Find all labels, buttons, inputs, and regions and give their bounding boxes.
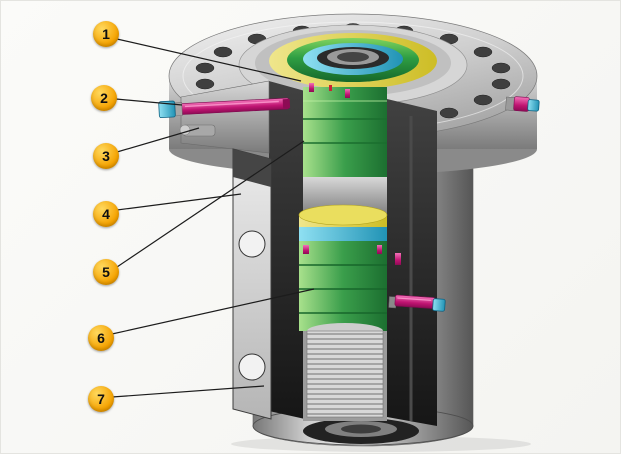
section-plate-left bbox=[232, 148, 272, 420]
leader-lines bbox=[111, 38, 315, 398]
retainer-pin bbox=[395, 253, 401, 265]
callout-4: 4 bbox=[93, 201, 119, 227]
lower-casing-hanger bbox=[298, 204, 388, 331]
callout-6: 6 bbox=[88, 325, 114, 351]
upper-casing-hanger bbox=[303, 87, 387, 177]
callout-1: 1 bbox=[93, 21, 119, 47]
leader-line-6 bbox=[111, 288, 315, 335]
seal-elements bbox=[309, 83, 350, 98]
plate-stud-hole-lower bbox=[238, 353, 266, 381]
lock-screw-right-upper-head bbox=[527, 99, 540, 112]
callout-2: 2 bbox=[91, 85, 117, 111]
leader-line-1 bbox=[116, 38, 302, 82]
leader-line-5 bbox=[116, 140, 305, 268]
threaded-casing bbox=[306, 323, 384, 418]
leader-line-2 bbox=[115, 98, 183, 106]
bottom-casing-stub bbox=[303, 418, 419, 444]
plate-stud-hole-upper bbox=[238, 230, 266, 258]
lower-seal-cyan bbox=[299, 227, 387, 241]
cut-wall-left bbox=[269, 81, 305, 419]
lock-screw-left bbox=[158, 97, 291, 119]
lock-screw-right-lower-head bbox=[432, 298, 446, 312]
cutaway-interior bbox=[298, 83, 388, 421]
bore-neck-and-seals bbox=[238, 24, 468, 106]
lock-screw-right-upper bbox=[505, 96, 540, 112]
callout-3: 3 bbox=[93, 143, 119, 169]
callout-7: 7 bbox=[88, 386, 114, 412]
lock-screw-right-lower bbox=[388, 294, 446, 312]
flange-cut-face-left bbox=[179, 80, 270, 154]
leader-line-7 bbox=[111, 385, 265, 398]
callout-5: 5 bbox=[93, 259, 119, 285]
leader-line-3 bbox=[116, 127, 200, 153]
lock-screw-left-head bbox=[158, 100, 176, 119]
